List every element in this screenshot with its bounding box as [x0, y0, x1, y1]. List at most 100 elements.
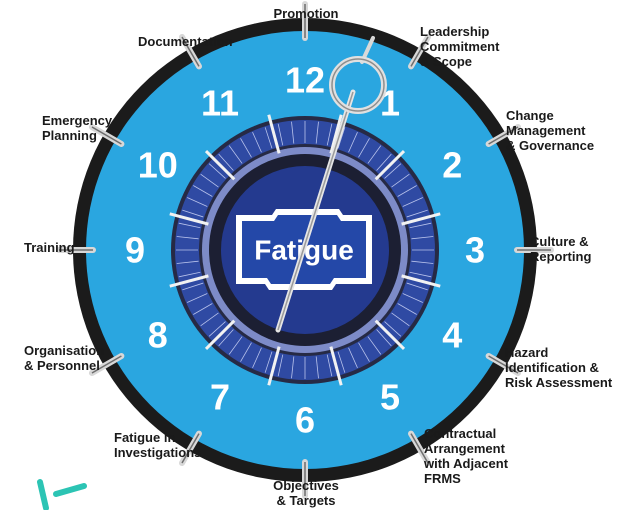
segment-separator: [204, 149, 236, 181]
label-hazard: Hazard Identification & Risk Assessment: [505, 345, 613, 390]
label-emergency: Emergency Planning: [42, 113, 113, 143]
band-hatch: [291, 356, 295, 379]
band-hatch: [218, 153, 234, 171]
hour-number: 10: [138, 145, 178, 186]
hour-number: 5: [380, 377, 400, 418]
hour-number: 4: [442, 315, 462, 356]
label-leadership: Leadership Commitment & Scope: [420, 24, 500, 69]
band-hatch: [277, 354, 284, 377]
band-hatch: [367, 145, 382, 164]
band-hatch: [384, 163, 402, 179]
band-hatch: [402, 197, 424, 207]
band-hatch: [315, 356, 319, 379]
band-hatch: [252, 131, 262, 153]
band-hatch: [182, 209, 204, 218]
outer-tick-core: [488, 126, 519, 145]
band-hatch: [228, 336, 243, 355]
band-hatch: [348, 131, 358, 153]
band-hatch: [228, 145, 243, 164]
band-hatch: [182, 282, 204, 291]
band-hatch: [411, 260, 434, 264]
segment-separator: [374, 149, 406, 181]
band-hatch: [397, 185, 417, 197]
segment-separator: [374, 319, 406, 351]
band-hatch: [391, 173, 410, 188]
band-hatch: [409, 271, 432, 278]
segment-separator: [204, 319, 236, 351]
band-hatch: [376, 153, 392, 171]
band-hatch: [264, 127, 273, 149]
band-hatch: [406, 282, 428, 291]
band-hatch: [277, 123, 284, 146]
band-hatch: [326, 123, 333, 146]
label-objectives: Objectives & Targets: [273, 478, 339, 508]
band-hatch: [240, 138, 252, 158]
segment-separator: [401, 212, 441, 226]
hour-number: 3: [465, 230, 485, 271]
clock-hand: [275, 36, 387, 333]
hour-number: 7: [210, 377, 230, 418]
label-investigations: Fatigue in Investigations: [114, 430, 202, 460]
band-hatch: [406, 209, 428, 218]
outer-ticks: [56, 1, 554, 499]
outer-tick-core: [91, 355, 122, 374]
band-hatch: [348, 347, 358, 369]
band-hatch: [384, 321, 402, 337]
band-hatch: [218, 329, 234, 347]
segment-separators: [169, 114, 441, 386]
band-hatch: [186, 293, 208, 303]
band-hatch: [358, 342, 370, 362]
label-documentation: Documentation: [138, 34, 233, 49]
band-hatch: [291, 121, 295, 144]
hour-number: 8: [148, 315, 168, 356]
label-culture: Culture & Reporting: [530, 234, 592, 264]
segment-separator: [267, 114, 281, 154]
accent-mark: [37, 479, 87, 510]
band-hatch: [176, 260, 199, 264]
band-hatch: [411, 236, 434, 240]
segmented-band: [175, 120, 435, 380]
band-hatch: [200, 173, 219, 188]
band-hatch: [176, 236, 199, 240]
band-hatch: [186, 197, 208, 207]
label-contractual: Contractual Arrangement with Adjacent FR…: [424, 426, 509, 486]
band-hatch: [409, 222, 432, 229]
band-hatch: [240, 342, 252, 362]
outer-tick-core: [410, 36, 429, 67]
hour-number: 2: [442, 145, 462, 186]
band-hatch: [208, 321, 226, 337]
segment-separator: [401, 274, 441, 288]
outer-tick-core: [488, 355, 519, 374]
label-training: Training: [24, 240, 75, 255]
label-change: Change Management & Governance: [506, 108, 595, 153]
band-hatch: [200, 312, 219, 327]
band-hatch: [193, 303, 213, 315]
band-hatch: [376, 329, 392, 347]
band-hatch: [252, 347, 262, 369]
band-hatch: [326, 354, 333, 377]
band-hatch: [193, 185, 213, 197]
band-hatch: [178, 222, 201, 229]
hour-number: 11: [201, 82, 239, 123]
segment-separator: [329, 346, 343, 386]
segment-separator: [169, 212, 209, 226]
band-hatch: [178, 271, 201, 278]
segment-separator: [329, 114, 343, 154]
band-hatch: [391, 312, 410, 327]
band-hatch: [397, 303, 417, 315]
hour-number: 12: [285, 60, 325, 101]
label-organisation: Organisation & Personnel: [24, 343, 105, 373]
band-hatch: [315, 121, 319, 144]
band-hatch: [367, 336, 382, 355]
hour-number: 9: [125, 230, 145, 271]
outer-tick-core: [410, 433, 429, 464]
segment-separator: [267, 346, 281, 386]
outer-tick-core: [181, 36, 200, 67]
label-promotion: Promotion: [273, 6, 339, 21]
band-hatch: [402, 293, 424, 303]
outer-tick-core: [181, 433, 200, 464]
segment-separator: [169, 274, 209, 288]
